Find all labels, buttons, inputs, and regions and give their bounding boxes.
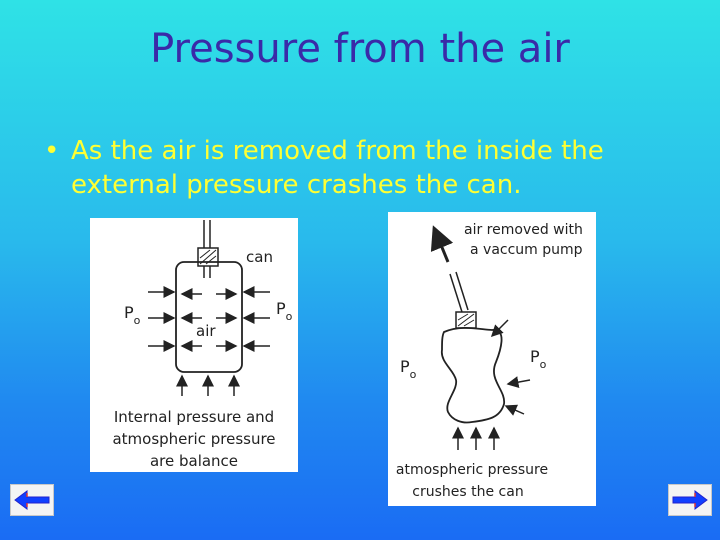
bullet-marker: • (44, 136, 60, 166)
next-slide-button[interactable] (668, 484, 712, 516)
balanced-caption-line-2: atmospheric pressure (112, 430, 275, 448)
balanced-can-diagram: can air Po Po Internal pressure and atmo… (112, 220, 293, 470)
right-arrow-icon (672, 490, 708, 510)
pressure-label-left: Po (124, 303, 141, 327)
pressure-label-left: Po (400, 357, 417, 381)
crushed-caption-line-1: atmospheric pressure (396, 462, 548, 478)
crushed-can-diagram: air removed with a vaccum pump Po Po atm… (396, 222, 583, 500)
crushed-caption-line-2: crushes the can (412, 484, 523, 500)
crushed-can-figure: air removed with a vaccum pump Po Po atm… (388, 212, 596, 506)
bullet-text: As the air is removed from the inside th… (71, 136, 604, 200)
balanced-caption-line-1: Internal pressure and (114, 408, 274, 426)
can-label: can (246, 248, 273, 266)
left-arrow-icon (14, 490, 50, 510)
slide-title: Pressure from the air (150, 26, 570, 72)
air-label: air (196, 322, 216, 340)
pump-label-line-2: a vaccum pump (470, 242, 583, 258)
balanced-caption-line-3: are balance (150, 452, 238, 470)
pressure-label-right: Po (276, 299, 293, 323)
pressure-label-right: Po (530, 347, 547, 371)
balanced-pressure-figure: can air Po Po Internal pressure and atmo… (90, 218, 298, 472)
previous-slide-button[interactable] (10, 484, 54, 516)
pump-label-line-1: air removed with (464, 222, 583, 238)
